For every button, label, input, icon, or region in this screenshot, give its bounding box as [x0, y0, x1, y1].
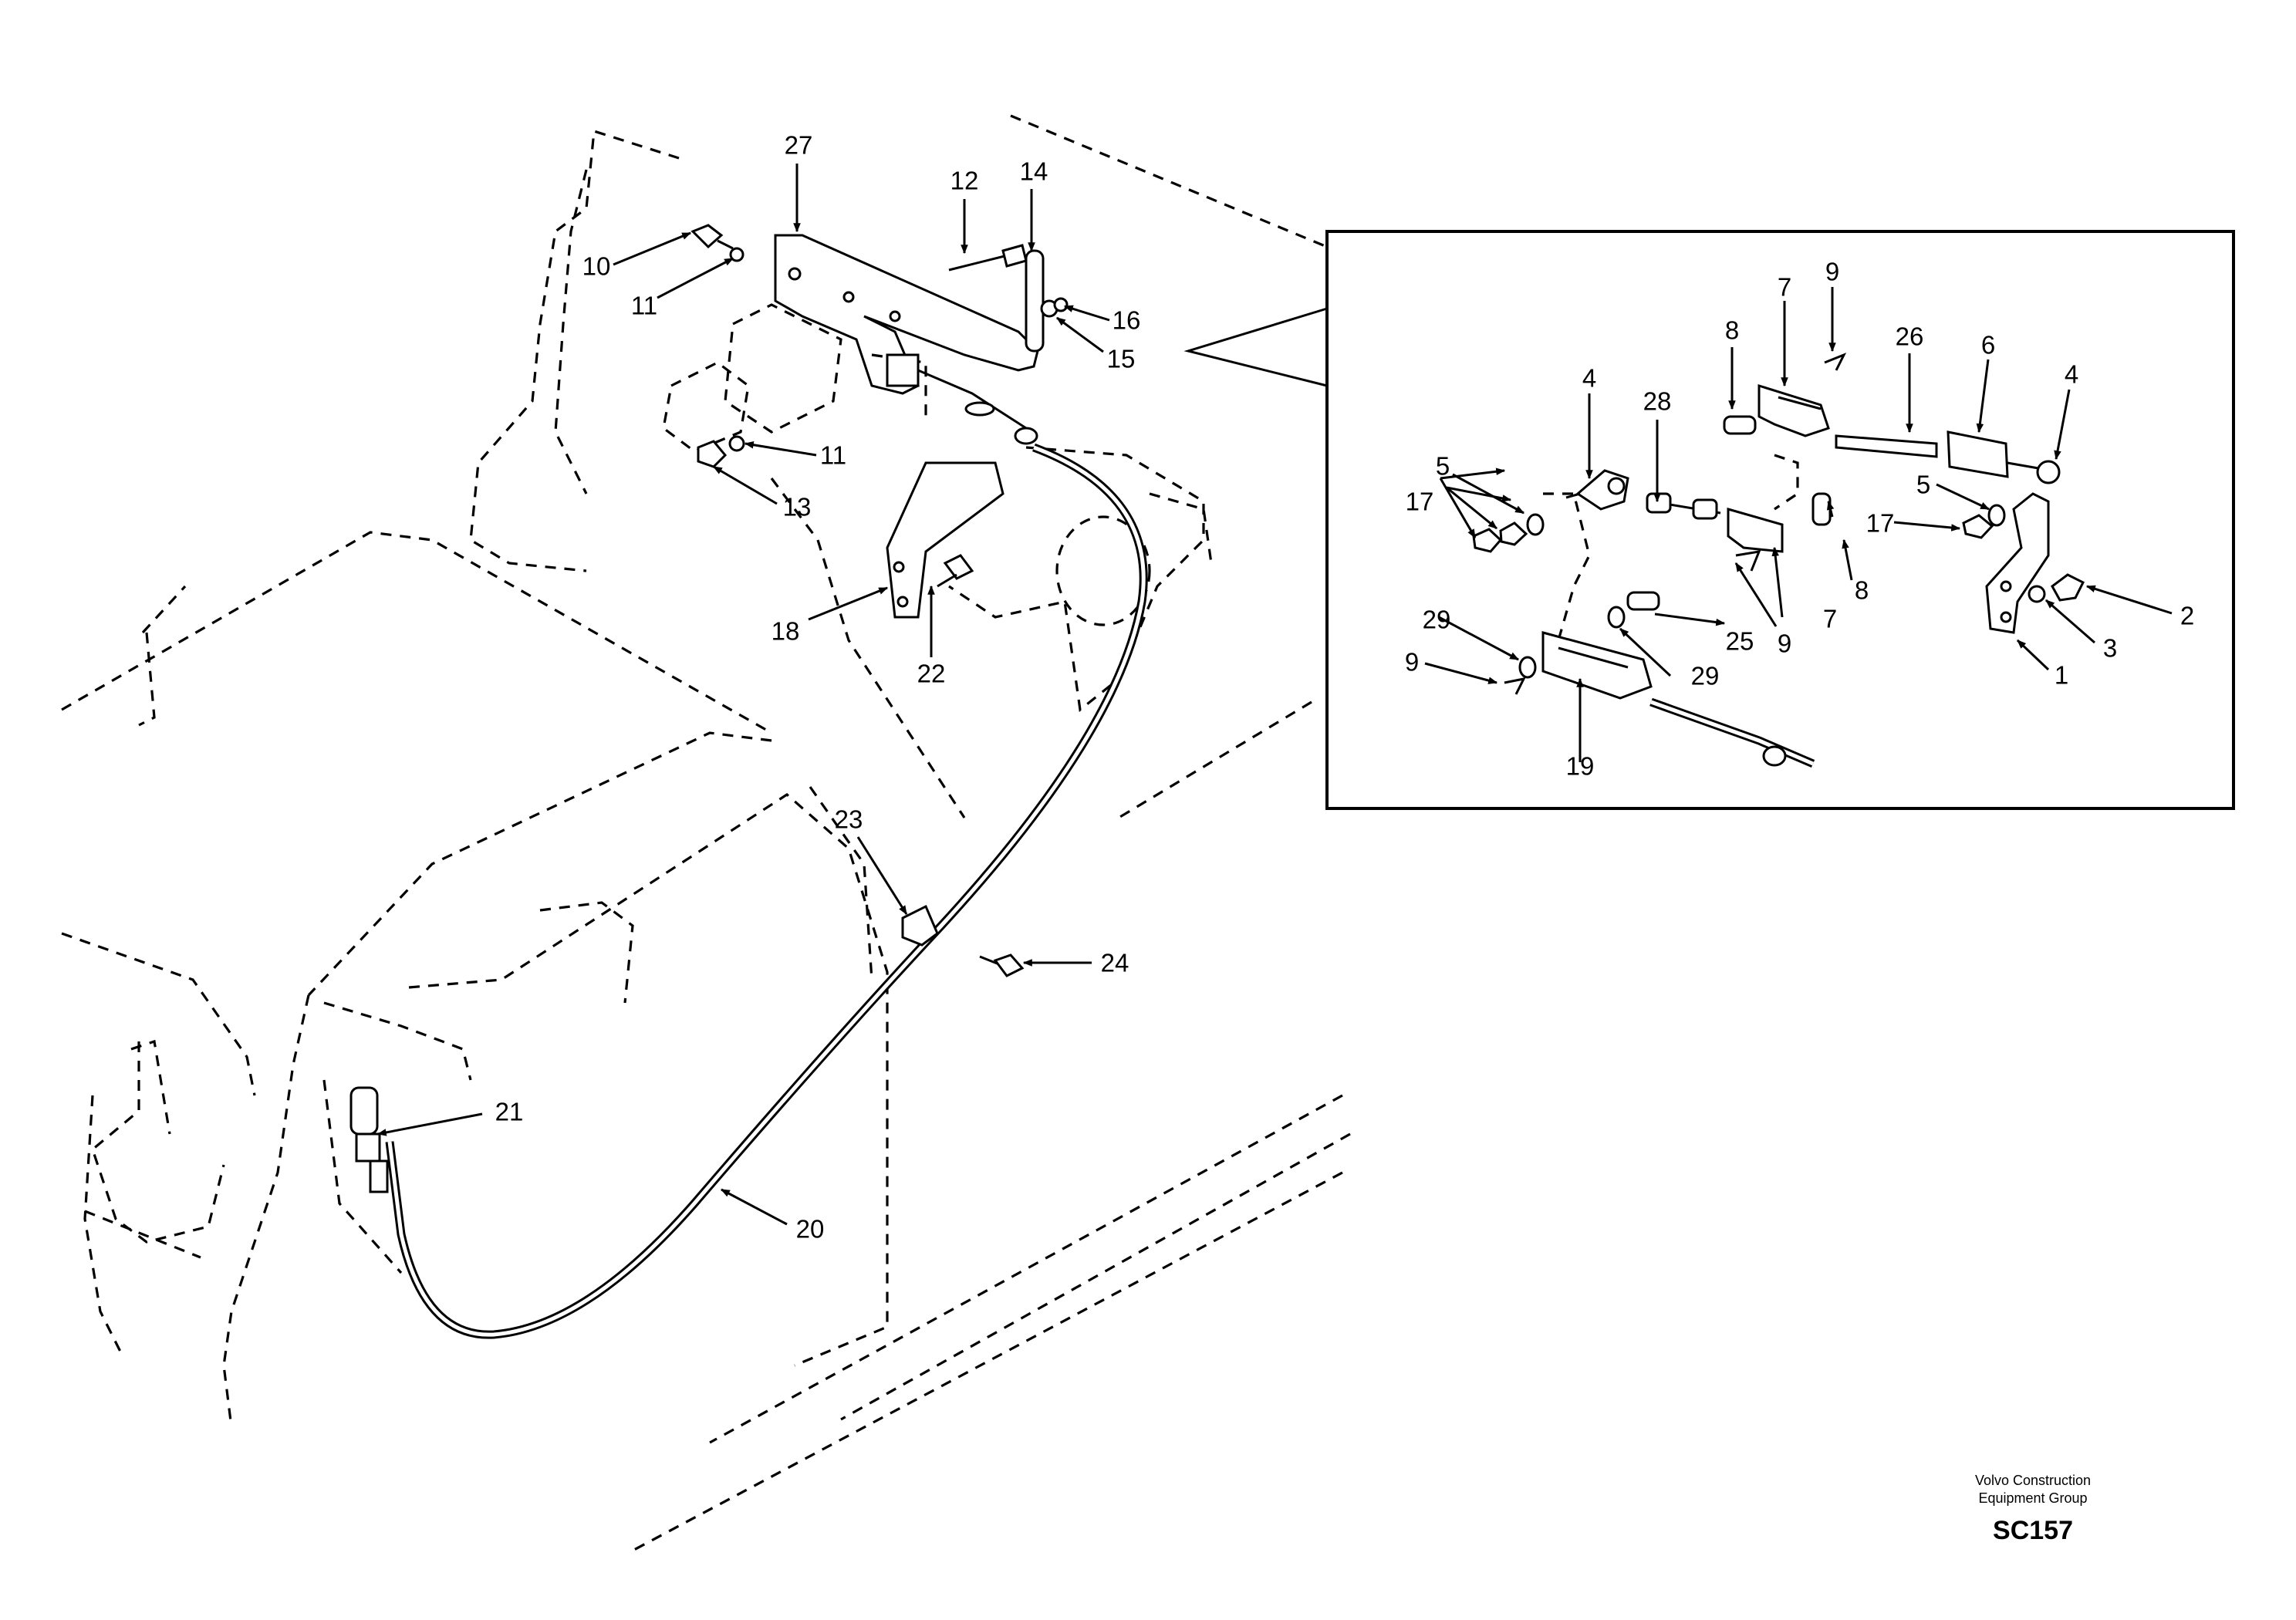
label-6: 6 — [1981, 331, 1995, 359]
bolt-22 — [937, 554, 974, 588]
label-28: 28 — [1643, 387, 1672, 416]
label-17-left: 17 — [1406, 488, 1434, 516]
label-11: 11 — [631, 292, 657, 320]
label-9-lower: 9 — [1778, 629, 1791, 658]
label-7-top: 7 — [1778, 273, 1791, 302]
label-3: 3 — [2103, 634, 2117, 663]
label-2: 2 — [2180, 602, 2194, 630]
nut-13 — [697, 440, 728, 468]
label-8-top: 8 — [1725, 316, 1739, 345]
drawing-code: SC157 — [1993, 1516, 2073, 1545]
label-8-lower: 8 — [1855, 576, 1869, 605]
label-21: 21 — [495, 1098, 524, 1126]
label-25: 25 — [1726, 627, 1754, 656]
label-12: 12 — [950, 167, 979, 195]
label-23: 23 — [835, 805, 863, 834]
label-11b: 11 — [820, 441, 846, 470]
label-9-top: 9 — [1825, 258, 1839, 286]
label-5-left: 5 — [1436, 452, 1450, 481]
detail-box — [1325, 230, 2235, 810]
label-15: 15 — [1107, 345, 1136, 373]
label-26: 26 — [1896, 322, 1924, 351]
label-19: 19 — [1566, 752, 1595, 781]
label-7-lower: 7 — [1823, 605, 1837, 633]
label-10: 10 — [582, 252, 611, 281]
label-13: 13 — [783, 493, 812, 521]
label-1: 1 — [2055, 661, 2068, 690]
clamp-23 — [901, 904, 939, 947]
lever-14 — [1025, 249, 1069, 353]
cable-end-connector — [886, 353, 1038, 445]
throttle-knob-21 — [349, 1086, 389, 1193]
bracket-18 — [886, 461, 1004, 619]
machine-outline — [61, 114, 1351, 1552]
bolt-12 — [948, 244, 1028, 272]
detail-view — [1472, 353, 2085, 768]
leader-lines — [376, 164, 2173, 1226]
washer-11-lower — [728, 435, 745, 452]
governor-fan-hidden — [948, 446, 1205, 712]
label-29-right: 29 — [1691, 662, 1720, 690]
company-line-2: Equipment Group — [1978, 1490, 2087, 1506]
label-29-left: 29 — [1423, 606, 1451, 634]
label-27: 27 — [785, 131, 813, 160]
label-14: 14 — [1020, 157, 1048, 186]
label-24: 24 — [1101, 949, 1129, 977]
label-9-left: 9 — [1405, 648, 1419, 677]
label-17-right: 17 — [1866, 509, 1895, 538]
part-labels: 27 12 14 10 11 16 15 11 13 18 22 23 24 2… — [495, 131, 2195, 1244]
label-16: 16 — [1113, 306, 1141, 335]
label-18: 18 — [772, 617, 800, 646]
title-block: Volvo Construction Equipment Group SC157 — [1975, 1473, 2091, 1545]
detail-callout-pointer — [1183, 307, 1328, 387]
label-22: 22 — [917, 660, 946, 688]
label-4-left: 4 — [1582, 364, 1596, 393]
bolt-24 — [979, 953, 1025, 977]
throttle-cable-20 — [385, 443, 1148, 1339]
label-20: 20 — [796, 1215, 825, 1244]
company-line-1: Volvo Construction — [1975, 1473, 2091, 1488]
bolt-10 — [690, 224, 745, 262]
label-4-right: 4 — [2065, 360, 2078, 389]
fuel-pump-body — [662, 303, 927, 453]
label-5-right: 5 — [1916, 471, 1930, 499]
